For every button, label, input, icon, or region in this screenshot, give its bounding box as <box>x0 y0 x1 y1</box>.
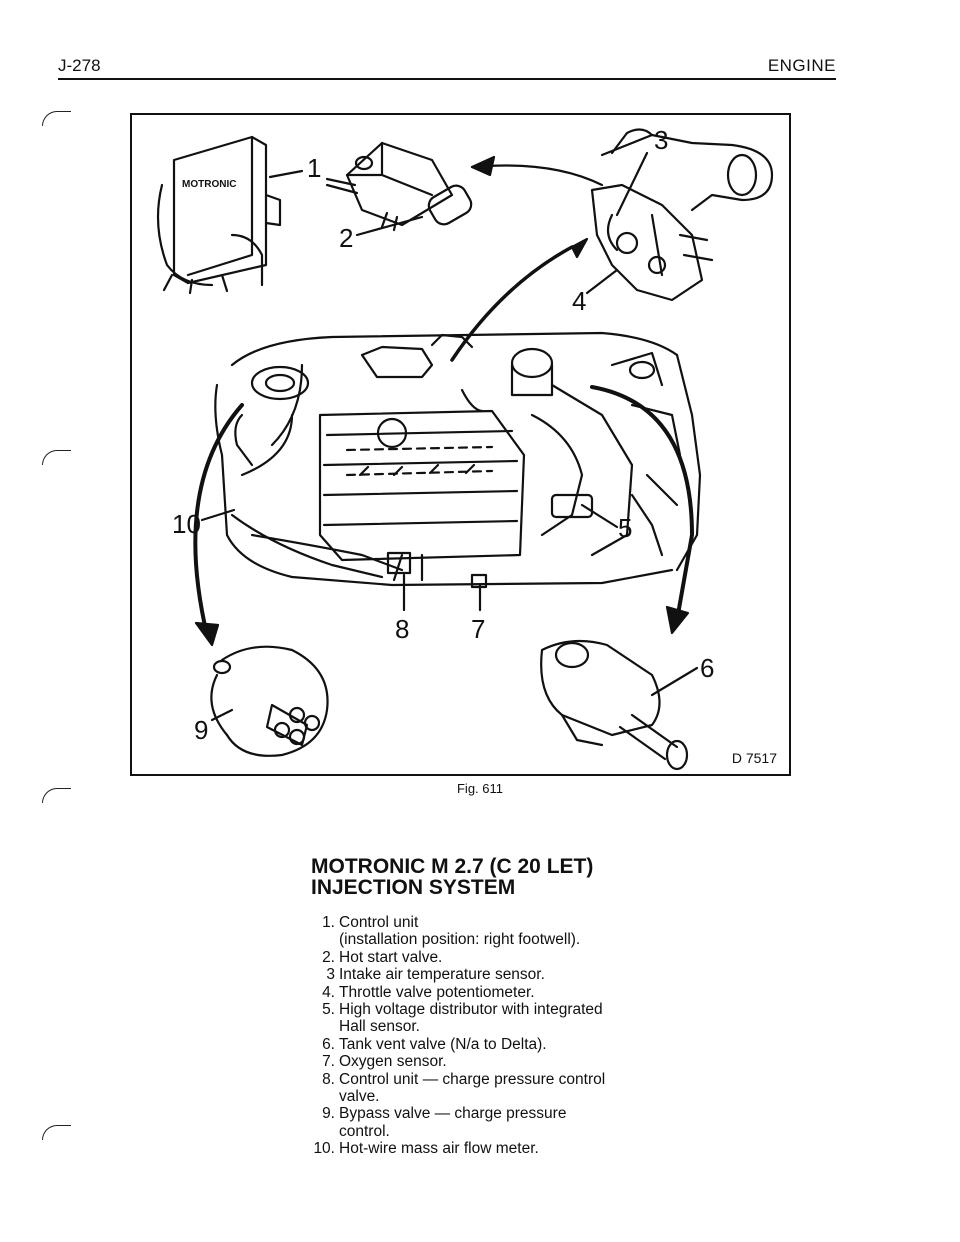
callout-8: 8 <box>395 614 409 644</box>
parts-list-item: 2.Hot start valve. <box>322 948 443 966</box>
parts-list-item: 5.High voltage distributor with integrat… <box>322 1001 603 1036</box>
margin-mark <box>42 1125 71 1140</box>
section-heading-line1: MOTRONIC M 2.7 (C 20 LET) <box>311 855 594 878</box>
callout-1: 1 <box>307 153 321 183</box>
margin-mark <box>42 450 71 465</box>
margin-mark <box>42 111 71 126</box>
header-rule <box>58 78 836 80</box>
engine-diagram: MOTRONIC <box>156 125 774 771</box>
parts-list-item: 10.Hot-wire mass air flow meter. <box>313 1140 539 1158</box>
control-unit-drawing: MOTRONIC <box>156 135 304 295</box>
parts-list-item: 4.Throttle valve potentiometer. <box>322 983 535 1001</box>
section-title: ENGINE <box>767 56 836 75</box>
bypass-valve-drawing <box>210 645 329 757</box>
parts-list-item: 7.Oxygen sensor. <box>322 1053 447 1071</box>
hot-start-valve-drawing <box>325 141 473 237</box>
figure-code: D 7517 <box>731 750 777 766</box>
section-heading-line2: INJECTION SYSTEM <box>311 876 516 899</box>
control-unit-text: MOTRONIC <box>182 179 236 190</box>
page-number: J-278 <box>58 56 101 75</box>
parts-list-item: 1.Control unit(installation position: ri… <box>322 914 581 949</box>
parts-list: 1.Control unit(installation position: ri… <box>313 914 673 1158</box>
section-heading: MOTRONIC M 2.7 (C 20 LET) INJECTION SYST… <box>311 856 731 898</box>
engine-bay-drawing <box>214 331 702 589</box>
callout-3: 3 <box>654 125 668 155</box>
callout-5: 5 <box>618 513 632 543</box>
callout-4: 4 <box>572 286 586 316</box>
callout-7: 7 <box>471 614 485 644</box>
parts-list-item: 6.Tank vent valve (N/a to Delta). <box>322 1035 547 1053</box>
callout-9: 9 <box>194 715 208 745</box>
callout-2: 2 <box>339 223 353 253</box>
figure-caption: Fig. 611 <box>456 781 503 796</box>
margin-mark <box>42 788 71 803</box>
throttle-body-drawing <box>585 128 774 302</box>
tank-vent-valve-drawing <box>540 639 699 771</box>
callout-10: 10 <box>172 509 201 539</box>
engine-figure: MOTRONIC <box>130 113 791 776</box>
parts-list-item: 8.Control unit — charge pressure control… <box>322 1070 606 1106</box>
callout-6: 6 <box>700 653 714 683</box>
